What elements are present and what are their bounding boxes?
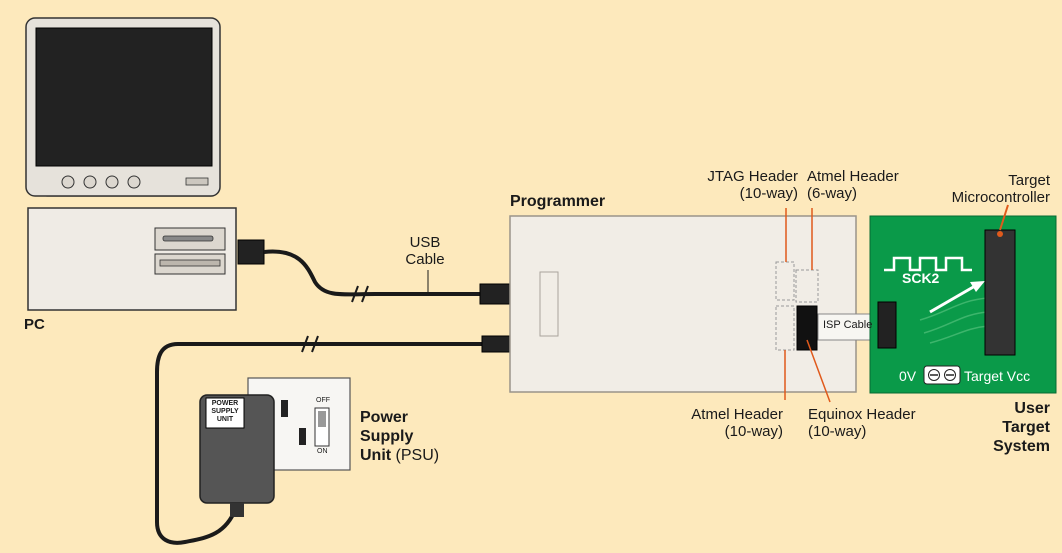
isp-cable-label: ISP Cable: [823, 319, 873, 331]
zero-v-label: 0V: [899, 368, 917, 384]
programmer-label: Programmer: [510, 193, 606, 210]
switch-off-label: OFF: [316, 397, 330, 404]
pc-monitor: [25, 17, 221, 197]
equinox-header-label: Equinox Header (10-way): [808, 406, 916, 440]
switch-on-label: ON: [317, 448, 328, 455]
usb-cable: [237, 239, 515, 305]
jtag-header-label: JTAG Header (10-way): [707, 168, 798, 202]
psu-label: Power Supply Unit (PSU): [360, 409, 440, 464]
target-board: [869, 204, 1057, 394]
pc-base-unit: [27, 207, 237, 311]
programmer-unit: [509, 208, 857, 403]
atmel-header-10way-label: Atmel Header (10-way): [691, 406, 783, 440]
power-cable: [155, 335, 515, 545]
pc-label: PC: [24, 316, 45, 333]
sck2-label: SCK2: [902, 270, 940, 286]
user-target-system-label: User Target System: [993, 400, 1050, 455]
target-microcontroller-label: Target Microcontroller: [951, 172, 1050, 206]
usb-cable-label: USB Cable: [405, 234, 445, 268]
atmel-header-6way-label: Atmel Header (6-way): [807, 168, 899, 202]
target-vcc-label: Target Vcc: [964, 368, 1031, 384]
psu-body: [199, 394, 275, 517]
psu-sticker: POWER SUPPLY UNIT: [211, 400, 239, 423]
